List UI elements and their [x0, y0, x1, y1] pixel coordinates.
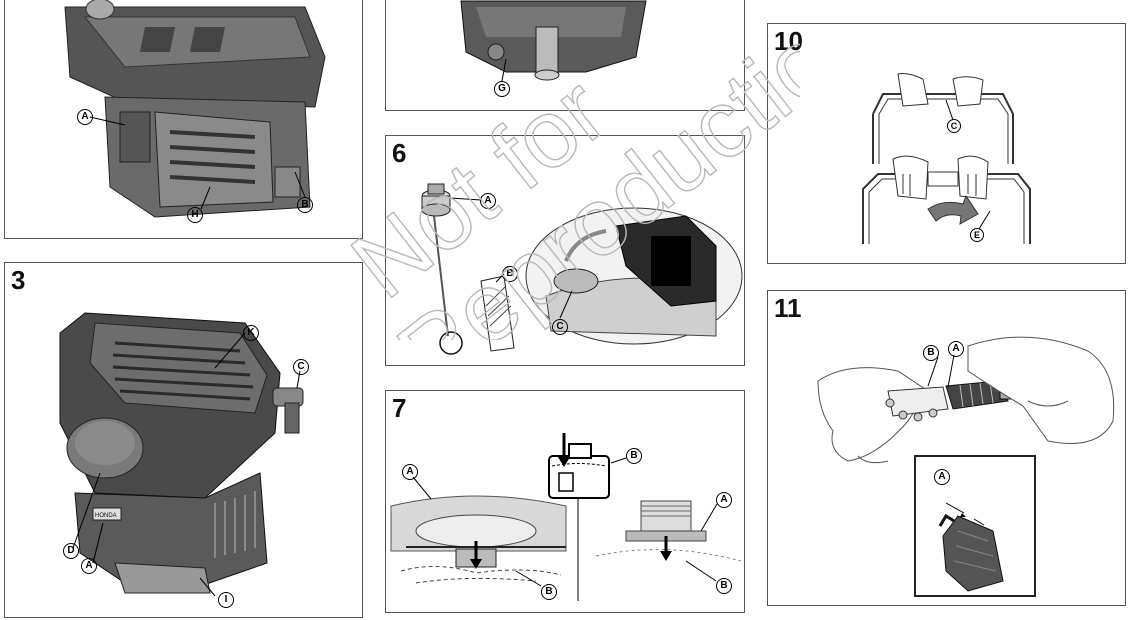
callout-a-right: A: [716, 492, 732, 508]
callout-a: A: [81, 558, 97, 574]
callout-g: G: [494, 81, 510, 97]
callout-a: A: [77, 109, 93, 125]
engine-top-illustration: HONDA: [59, 312, 304, 597]
engine-label-plate: [92, 507, 122, 521]
panel-step-3: 3 HONDA: [4, 262, 363, 618]
callout-i: I: [218, 592, 234, 608]
spark-plug-illustration: [817, 336, 1115, 597]
panel-step-5: G: [385, 0, 745, 111]
callout-k: K: [243, 325, 259, 341]
engine-underside-illustration: [460, 0, 647, 82]
callout-d: D: [63, 543, 79, 559]
callout-a-inset: A: [934, 469, 950, 485]
oil-fill-level-illustration: [390, 433, 742, 601]
callout-b-left: B: [541, 584, 557, 600]
panel-step-2: A H B: [4, 0, 363, 239]
callout-c: C: [947, 119, 961, 133]
callout-b: B: [297, 197, 313, 213]
panel-step-6: 6 A B C: [385, 135, 745, 366]
step-number: 11: [774, 293, 802, 323]
panel-step-11: 11 B A A: [767, 290, 1126, 606]
step-number: 7: [392, 393, 407, 423]
step-number: 3: [11, 265, 26, 295]
callout-c: C: [293, 359, 309, 375]
engine-label-text: HONDA: [95, 513, 117, 519]
engine-side-illustration: [64, 0, 326, 218]
callout-a-left: A: [402, 464, 418, 480]
callout-b: B: [502, 266, 518, 282]
callout-a: A: [480, 193, 496, 209]
callout-c: C: [552, 319, 568, 335]
callout-b-can: B: [626, 448, 642, 464]
panel-step-10: 10 C E: [767, 23, 1126, 264]
step-number: 10: [774, 26, 803, 56]
handle-adjustment-illustration: [862, 73, 1031, 244]
callout-b-right: B: [716, 578, 732, 594]
dipstick-illustration: [421, 183, 743, 355]
step-number: 6: [392, 138, 407, 168]
callout-h: H: [187, 207, 203, 223]
panel-step-7: 7 A B B A B: [385, 390, 745, 613]
callout-e: E: [970, 228, 984, 242]
callout-a: A: [948, 341, 964, 357]
callout-b: B: [923, 345, 939, 361]
